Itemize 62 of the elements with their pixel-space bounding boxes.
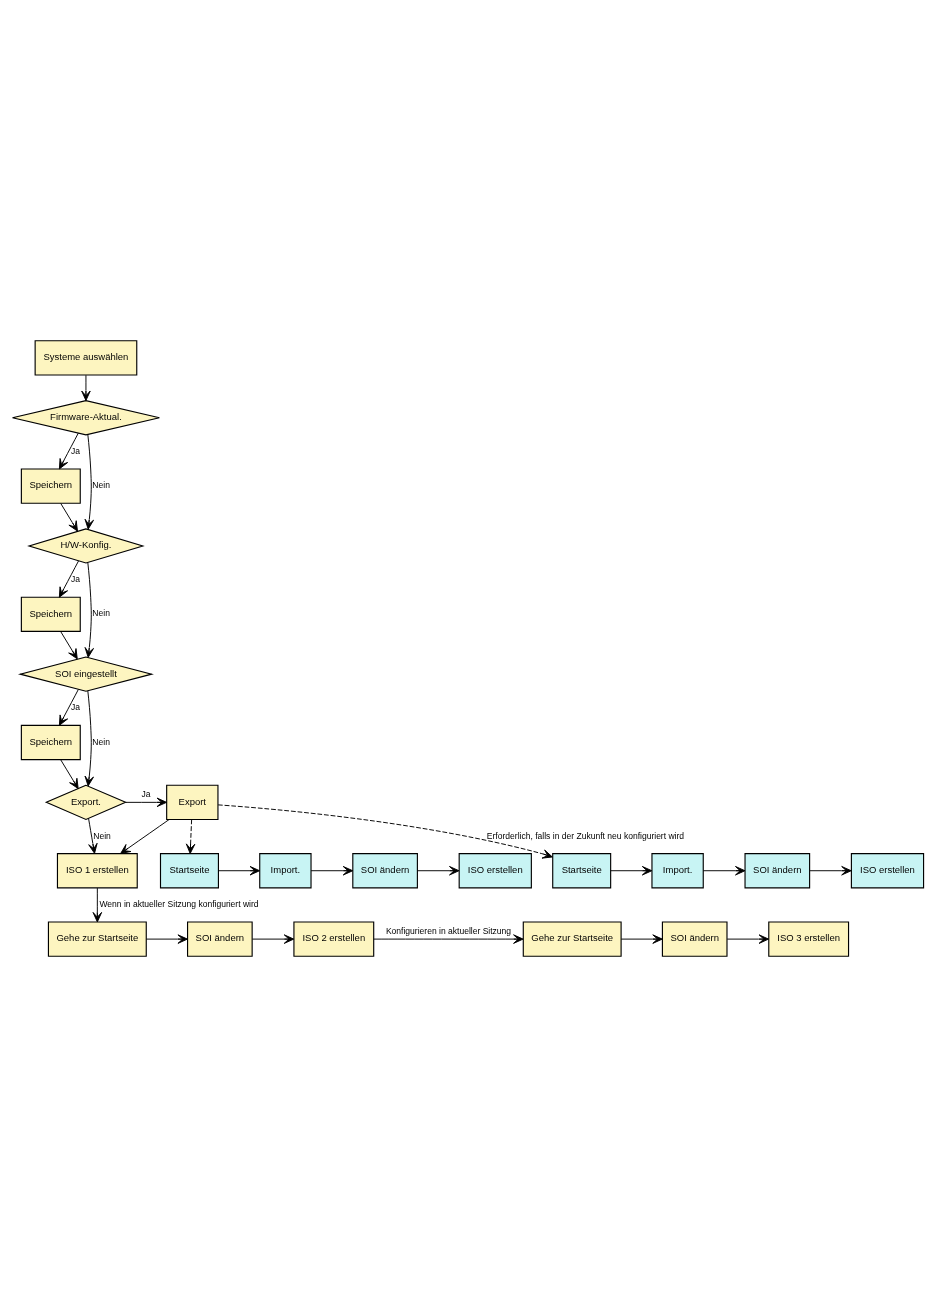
- arrow: [60, 758, 79, 789]
- node-box: Import.: [259, 852, 312, 888]
- arrow: [726, 933, 770, 944]
- arrow: [702, 865, 746, 875]
- node-box: ISO 2 erstellen: [293, 920, 375, 957]
- node-box: SOI ändern: [744, 852, 811, 888]
- node-box: Gehe zur Startseite: [522, 920, 622, 957]
- node-diamond: Firmware-Aktual.: [11, 399, 160, 435]
- arrow: [88, 817, 98, 854]
- arrow: [185, 818, 196, 854]
- edge-label: Erforderlich, falls in der Zukunft neu konfiguriert wird: [486, 830, 685, 841]
- edge-label: Ja: [70, 573, 81, 584]
- node-box: SOI ändern: [187, 920, 253, 957]
- arrow: [84, 689, 94, 786]
- node-box: ISO erstellen: [850, 852, 925, 888]
- node-box: Gehe zur Startseite: [47, 920, 147, 957]
- arrow: [373, 933, 524, 944]
- arrow: [58, 688, 79, 726]
- edge-label: Nein: [93, 830, 111, 841]
- arrow: [218, 865, 261, 875]
- arrow: [60, 630, 78, 659]
- arrow: [58, 432, 79, 469]
- node-box: Speichern: [20, 596, 81, 632]
- node-box: ISO erstellen: [458, 852, 532, 888]
- node-box: SOI ändern: [352, 852, 418, 888]
- arrow: [217, 803, 553, 859]
- node-box: Export: [166, 784, 219, 820]
- edge-label: Ja: [141, 788, 151, 799]
- edge-label: Ja: [70, 445, 81, 456]
- arrow: [809, 865, 852, 875]
- node-box: ISO 1 erstellen: [56, 852, 138, 888]
- arrow: [610, 865, 653, 875]
- node-box: Systeme auswählen: [34, 339, 138, 376]
- arrow: [60, 502, 78, 532]
- edge-label: Nein: [92, 736, 110, 747]
- node-box: ISO 3 erstellen: [768, 920, 850, 957]
- edge-label: Nein: [92, 479, 110, 490]
- edge-label: Wenn in aktueller Sitzung konfiguriert wird: [99, 898, 259, 909]
- arrow: [92, 887, 103, 922]
- node-diamond: SOI eingestellt: [17, 655, 154, 692]
- node-box: Startseite: [159, 852, 219, 888]
- node-box: Startseite: [552, 852, 612, 888]
- arrow: [58, 560, 79, 598]
- edge-label: Nein: [92, 607, 110, 618]
- arrow: [310, 865, 354, 875]
- arrow: [84, 433, 94, 530]
- arrow: [125, 797, 168, 807]
- node-box: Import.: [651, 852, 704, 888]
- node-box: SOI ändern: [661, 920, 728, 957]
- node-diamond: H/W-Konfig.: [27, 527, 145, 564]
- node-diamond: Export.: [44, 784, 128, 820]
- edge-label: Konfigurieren in aktueller Sitzung: [385, 925, 512, 936]
- arrow: [81, 374, 91, 401]
- arrow: [120, 818, 170, 854]
- arrow: [620, 933, 663, 944]
- edge-label: Ja: [70, 701, 81, 712]
- node-box: Speichern: [20, 724, 81, 760]
- arrow: [417, 865, 460, 875]
- arrow: [84, 561, 94, 658]
- node-box: Speichern: [20, 467, 81, 504]
- arrow: [251, 933, 295, 944]
- arrow: [145, 933, 188, 944]
